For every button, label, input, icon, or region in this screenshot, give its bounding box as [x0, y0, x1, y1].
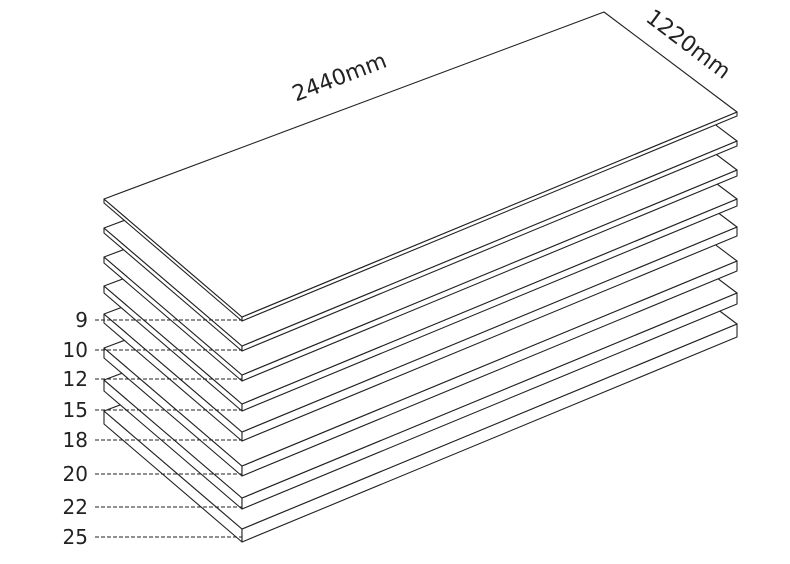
thickness-label: 10: [63, 338, 88, 362]
thickness-label: 18: [63, 428, 88, 452]
thickness-label: 20: [63, 462, 88, 486]
sheet-top-face: [103, 11, 738, 318]
sheet-9: [103, 11, 738, 322]
sheet-stack: [103, 11, 738, 543]
thickness-label: 15: [63, 398, 88, 422]
thickness-label: 12: [63, 367, 88, 391]
thickness-label: 25: [63, 525, 88, 549]
thickness-label: 9: [75, 308, 88, 332]
thickness-label: 22: [63, 495, 88, 519]
thickness-labels: 9 10 12 15 18 20 22 25: [63, 308, 242, 549]
